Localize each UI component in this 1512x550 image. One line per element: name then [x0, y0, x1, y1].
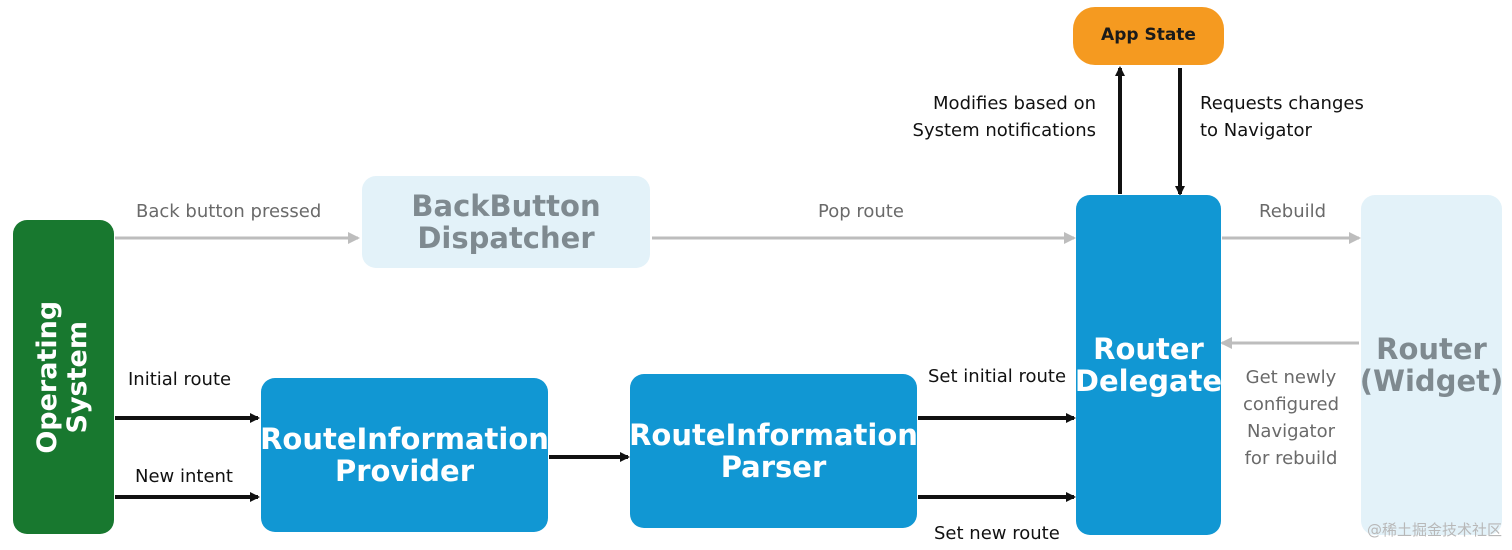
label-set-initial-route: Set initial route	[928, 366, 1067, 387]
node-route-information-provider-label: RouteInformation Provider	[260, 421, 549, 488]
label-set-new-route: Set new route	[934, 523, 1060, 544]
label-pop-route: Pop route	[818, 201, 904, 222]
node-router-delegate-label: Router Delegate	[1074, 331, 1223, 398]
label-modifies: Modifies based on System notifications	[912, 93, 1096, 141]
watermark: @稀土掘金技术社区	[1366, 521, 1502, 539]
label-requests: Requests changes to Navigator	[1200, 93, 1364, 141]
node-operating-system-label: Operating System	[32, 300, 94, 454]
node-operating-system: Operating System	[13, 220, 114, 534]
label-initial-route: Initial route	[128, 369, 232, 390]
node-route-information-parser-label: RouteInformation Parser	[629, 417, 918, 484]
label-back-button-pressed: Back button pressed	[136, 201, 322, 222]
label-new-intent: New intent	[135, 466, 233, 487]
node-backbutton-dispatcher: BackButton Dispatcher	[362, 176, 650, 268]
node-backbutton-dispatcher-label: BackButton Dispatcher	[411, 188, 601, 255]
label-get-configured: Get newly configured Navigator for rebui…	[1243, 367, 1339, 469]
node-route-information-parser: RouteInformation Parser	[629, 374, 918, 528]
node-app-state: App State	[1073, 7, 1224, 65]
node-router-widget: Router (Widget)	[1359, 195, 1504, 535]
node-router-widget-label: Router (Widget)	[1359, 331, 1504, 398]
node-route-information-provider: RouteInformation Provider	[260, 378, 549, 532]
node-router-delegate: Router Delegate	[1074, 195, 1223, 535]
node-app-state-label: App State	[1101, 25, 1196, 46]
label-rebuild: Rebuild	[1259, 201, 1327, 222]
